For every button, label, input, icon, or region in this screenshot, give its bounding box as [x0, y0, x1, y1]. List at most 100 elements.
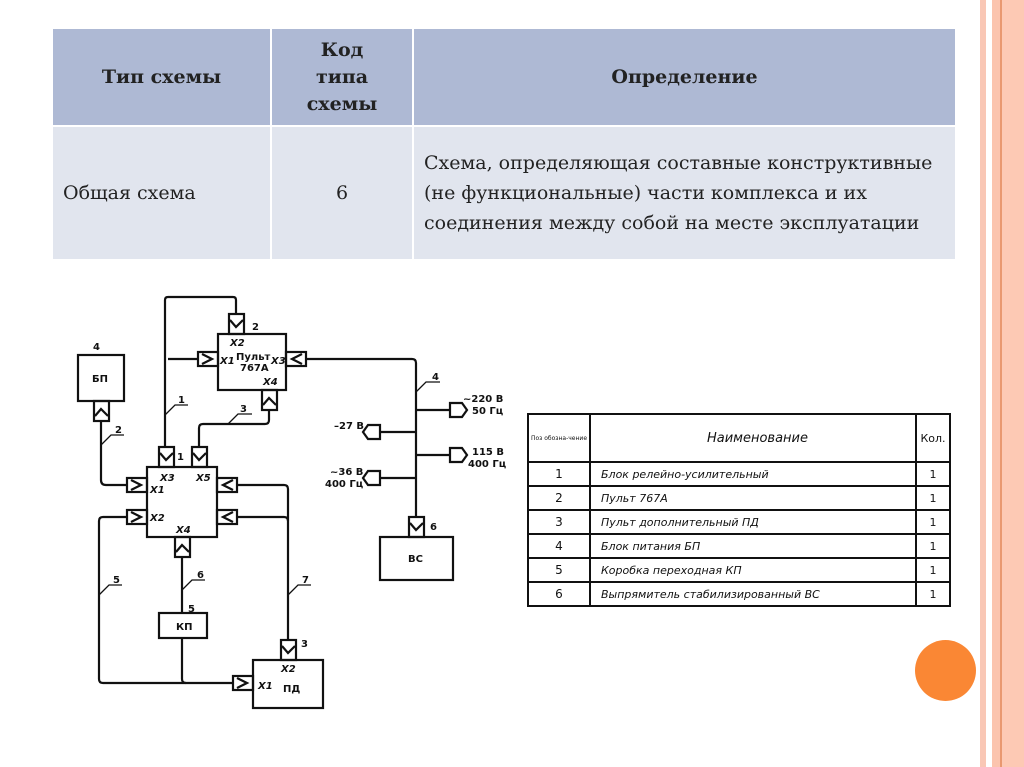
cell-quantity: 1	[915, 461, 951, 487]
label-bp-pos: 4	[93, 342, 100, 353]
cell-quantity: 1	[915, 533, 951, 559]
label-wire-5: 5	[113, 575, 120, 586]
terminal-27v	[361, 423, 382, 441]
label-pult-line1: Пульт	[236, 352, 271, 363]
table-row: Общая схема 6 Схема, определяющая состав…	[53, 127, 955, 259]
label-pult-x3: X3	[270, 356, 286, 367]
label-wire-7: 7	[302, 575, 309, 586]
wire-4	[306, 357, 418, 517]
cell-quantity: 1	[915, 581, 951, 607]
label-wire-4: 4	[432, 372, 439, 383]
label-pult-x1: X1	[219, 356, 235, 367]
label-bp: БП	[92, 374, 108, 385]
cell-name: Пульт 767А	[589, 485, 917, 511]
diagram-canvas: 4 БП 2 Пульт 767А X2 X1 X3 X4 1 X3 X5 X1…	[76, 295, 506, 710]
table-row: 6 Выпрямитель стабилизированный ВС 1	[527, 581, 951, 607]
connector-main-x3	[157, 445, 176, 469]
label-pult-pos: 2	[252, 322, 259, 333]
cell-quantity: 1	[915, 509, 951, 535]
cell-name: Блок релейно-усилительный	[589, 461, 917, 487]
wire-5	[97, 515, 233, 685]
label-36v-400hz: 400 Гц	[325, 479, 363, 490]
label-wire-6: 6	[197, 570, 204, 581]
cell-definition: Схема, определяющая составные конструкти…	[414, 127, 955, 259]
decorative-side-stripes	[980, 0, 1024, 767]
header-scheme-code: Код типа схемы	[272, 29, 412, 125]
label-main-x2: X2	[149, 513, 165, 524]
connector-vs	[407, 515, 426, 539]
terminal-115v	[448, 446, 469, 464]
cell-position: 4	[527, 533, 591, 559]
stripe	[980, 0, 986, 767]
general-scheme-diagram: 4 БП 2 Пульт 767А X2 X1 X3 X4 1 X3 X5 X1…	[60, 280, 530, 720]
connector-main-x5	[190, 445, 209, 469]
stripe	[1000, 0, 1002, 767]
table-row: 5 Коробка переходная КП 1	[527, 557, 951, 583]
header-scheme-code-text: Код типа схемы	[306, 38, 378, 115]
table-row: 4 Блок питания БП 1	[527, 533, 951, 559]
parts-list-table: Поз обозна-чение Наименование Кол. 1 Бло…	[527, 413, 951, 607]
stripe	[1002, 0, 1024, 767]
definition-table: Тип схемы Код типа схемы Определение Общ…	[51, 27, 957, 261]
cell-position: 3	[527, 509, 591, 535]
cell-name: Коробка переходная КП	[589, 557, 917, 583]
parts-table-header: Поз обозна-чение Наименование Кол.	[527, 413, 951, 463]
cell-quantity: 1	[915, 557, 951, 583]
label-wire-1: 1	[178, 395, 185, 406]
cell-position: 6	[527, 581, 591, 607]
connector-pult-x2	[227, 312, 246, 336]
label-pult-x4: X4	[262, 377, 278, 388]
label-50hz: 50 Гц	[472, 406, 503, 417]
label-pd-x2: X2	[280, 664, 296, 675]
header-name: Наименование	[589, 413, 917, 463]
header-scheme-type: Тип схемы	[53, 29, 270, 125]
header-definition: Определение	[414, 29, 955, 125]
wire-3	[197, 410, 271, 447]
label-main-pos: 1	[177, 452, 184, 463]
connector-pd-x2	[279, 638, 298, 662]
connector-main-x2	[125, 508, 149, 526]
definition-table-header: Тип схемы Код типа схемы Определение	[53, 29, 955, 125]
label-pd-x1: X1	[257, 681, 273, 692]
stripe	[992, 0, 1000, 767]
table-row: 3 Пульт дополнительный ПД 1	[527, 509, 951, 535]
connector-pult-x1	[196, 350, 220, 368]
label-main-x5: X5	[195, 473, 211, 484]
connector-main-x1	[125, 476, 149, 494]
label-vs: ВС	[408, 554, 423, 565]
cell-name: Пульт дополнительный ПД	[589, 509, 917, 535]
label-115v-400hz: 400 Гц	[468, 459, 506, 470]
label-pd: ПД	[283, 684, 300, 695]
table-row: 2 Пульт 767А 1	[527, 485, 951, 511]
label-27v: –27 В	[334, 421, 364, 432]
label-pd-pos: 3	[301, 639, 308, 650]
label-115v: 115 В	[472, 447, 504, 458]
label-wire-3: 3	[240, 404, 247, 415]
label-main-x1: X1	[149, 485, 165, 496]
label-wire-2: 2	[115, 425, 122, 436]
cell-name: Блок питания БП	[589, 533, 917, 559]
label-main-x4: X4	[175, 525, 191, 536]
label-main-x3: X3	[159, 473, 175, 484]
stripe	[986, 0, 992, 767]
decorative-orange-circle	[915, 640, 976, 701]
label-220v: ~220 В	[463, 394, 503, 405]
wire-2	[99, 421, 127, 487]
label-pult-line2: 767А	[240, 363, 269, 374]
cell-position: 2	[527, 485, 591, 511]
terminal-220v	[448, 401, 469, 419]
cell-name: Выпрямитель стабилизированный ВС	[589, 581, 917, 607]
cell-position: 1	[527, 461, 591, 487]
wire-1	[163, 295, 238, 447]
cell-scheme-type: Общая схема	[53, 127, 270, 259]
label-36v: ~36 В	[330, 467, 363, 478]
cell-position: 5	[527, 557, 591, 583]
header-position: Поз обозна-чение	[527, 413, 591, 463]
connector-pd-x1	[231, 674, 255, 692]
wire-7	[237, 483, 290, 640]
connector-main-right-1	[215, 476, 239, 494]
label-vs-pos: 6	[430, 522, 437, 533]
label-pult-x2: X2	[229, 338, 245, 349]
table-row: 1 Блок релейно-усилительный 1	[527, 461, 951, 487]
terminal-36v	[361, 469, 382, 487]
